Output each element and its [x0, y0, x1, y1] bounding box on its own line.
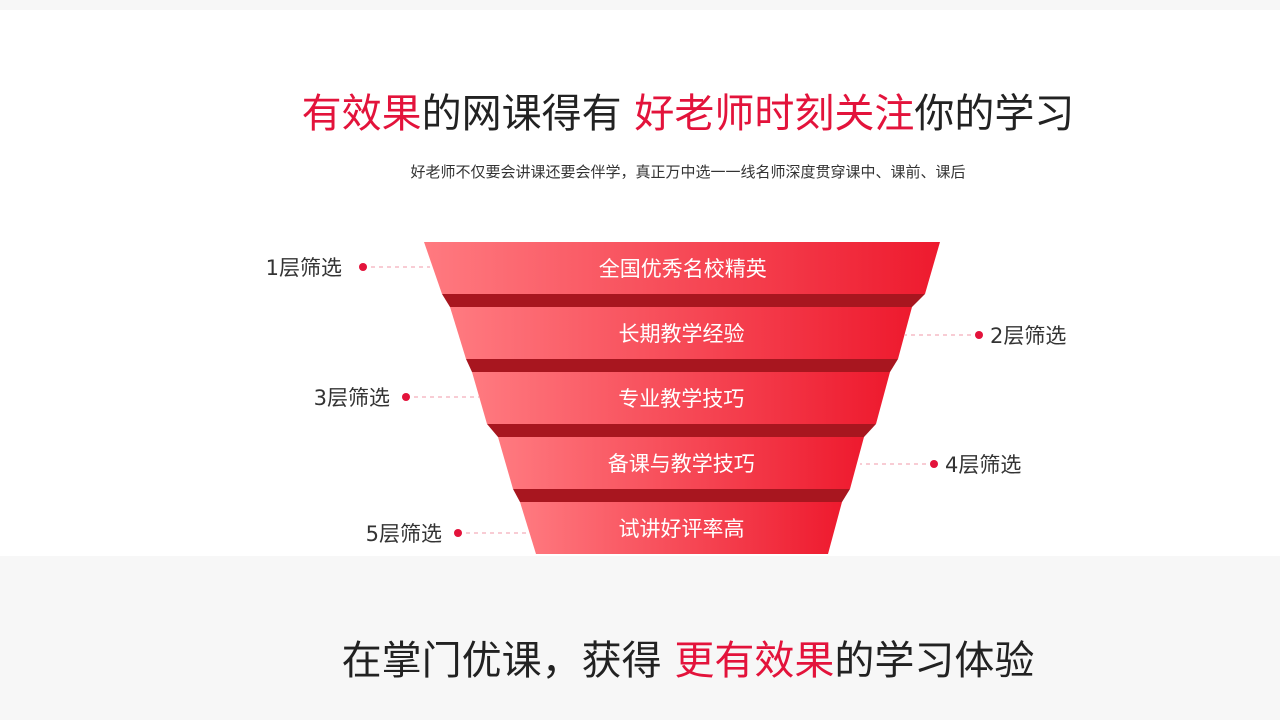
funnel-tier [498, 437, 864, 489]
layer-label: 3层筛选 [314, 386, 390, 410]
tier-shadow [442, 294, 925, 307]
funnel-tier [450, 307, 912, 359]
bottom-title-accent: 更有效果 [674, 638, 835, 684]
layer-label: 5层筛选 [366, 522, 442, 546]
page-title: 有效果的网课得有 好老师时刻关注你的学习 [0, 86, 1280, 142]
funnel-tier [520, 502, 842, 554]
funnel-tier [424, 242, 940, 294]
top-strip [0, 0, 1280, 10]
bottom-title-text-1: 在掌门优课，获得 [341, 638, 675, 684]
funnel-tier-label: 全国优秀名校精英 [599, 257, 767, 281]
layer-label: 1层筛选 [266, 256, 342, 280]
layer-dot [454, 529, 462, 537]
subtitle: 好老师不仅要会讲课还要会伴学，真正万中选一一线名师深度贯穿课中、课前、课后 [410, 163, 966, 181]
bottom-title-text-2: 的学习体验 [834, 638, 1035, 684]
layer-dot [402, 393, 410, 401]
title-text-1: 的网课得有 [421, 91, 635, 137]
funnel-tier-label: 长期教学经验 [619, 322, 745, 346]
layer-label: 2层筛选 [990, 324, 1066, 348]
funnel-tier-label: 备课与教学技巧 [608, 452, 755, 476]
layer-dot [359, 263, 367, 271]
title-accent-2: 好老师时刻关注 [634, 91, 915, 137]
title-text-2: 你的学习 [914, 91, 1075, 137]
title-accent-1: 有效果 [301, 91, 422, 137]
tier-shadow [513, 489, 850, 502]
layer-dot [930, 460, 938, 468]
tier-shadow [466, 359, 898, 372]
layer-dot [975, 331, 983, 339]
funnel-tier-label: 试讲好评率高 [619, 517, 745, 541]
bottom-title: 在掌门优课，获得 更有效果的学习体验 [0, 632, 1280, 690]
funnel-tier-label: 专业教学技巧 [618, 387, 744, 411]
funnel-tier [472, 372, 890, 424]
layer-label: 4层筛选 [945, 453, 1021, 477]
tier-shadow [487, 424, 876, 437]
